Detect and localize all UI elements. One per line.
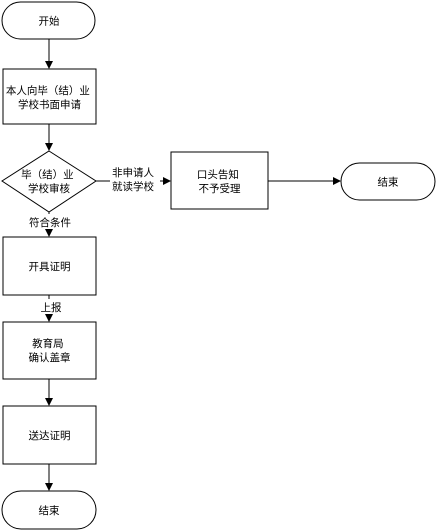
node-bureau: 教育局 确认盖章	[2, 321, 97, 380]
edge-label-issue-to-bureau: 上报	[38, 299, 64, 314]
node-review-label: 毕（结）业 学校审核	[21, 168, 77, 195]
node-end-bottom-label: 结束	[39, 504, 60, 517]
node-start-label: 开始	[39, 15, 60, 28]
node-end-right-label: 结束	[378, 176, 399, 189]
node-reject-label: 口头告知 不予受理	[197, 168, 242, 195]
node-start: 开始	[1, 1, 96, 40]
edge-labels: 非申请人 就读学校 符合条件 上报	[26, 163, 160, 314]
edge-label-review-to-reject: 非申请人 就读学校	[110, 163, 160, 196]
edge-label-review-to-issue: 符合条件	[26, 214, 74, 229]
node-issue-label: 开具证明	[29, 261, 71, 273]
node-reject: 口头告知 不予受理	[170, 151, 269, 210]
node-apply: 本人向毕（结）业 学校书面申请	[2, 68, 97, 125]
node-bureau-label: 教育局 确认盖章	[29, 337, 71, 364]
edge-label-review-to-issue-text: 符合条件	[29, 216, 71, 229]
edge-label-issue-to-bureau-text: 上报	[41, 301, 62, 314]
node-end-bottom: 结束	[1, 490, 97, 530]
node-end-right: 结束	[340, 162, 436, 201]
edge-label-review-to-reject-text: 非申请人 就读学校	[112, 166, 157, 193]
node-issue: 开具证明	[2, 236, 97, 296]
node-deliver: 送达证明	[2, 405, 97, 465]
node-deliver-label: 送达证明	[29, 429, 71, 442]
node-review: 毕（结）业 学校审核	[1, 150, 97, 213]
node-apply-label: 本人向毕（结）业 学校书面申请	[6, 84, 93, 111]
